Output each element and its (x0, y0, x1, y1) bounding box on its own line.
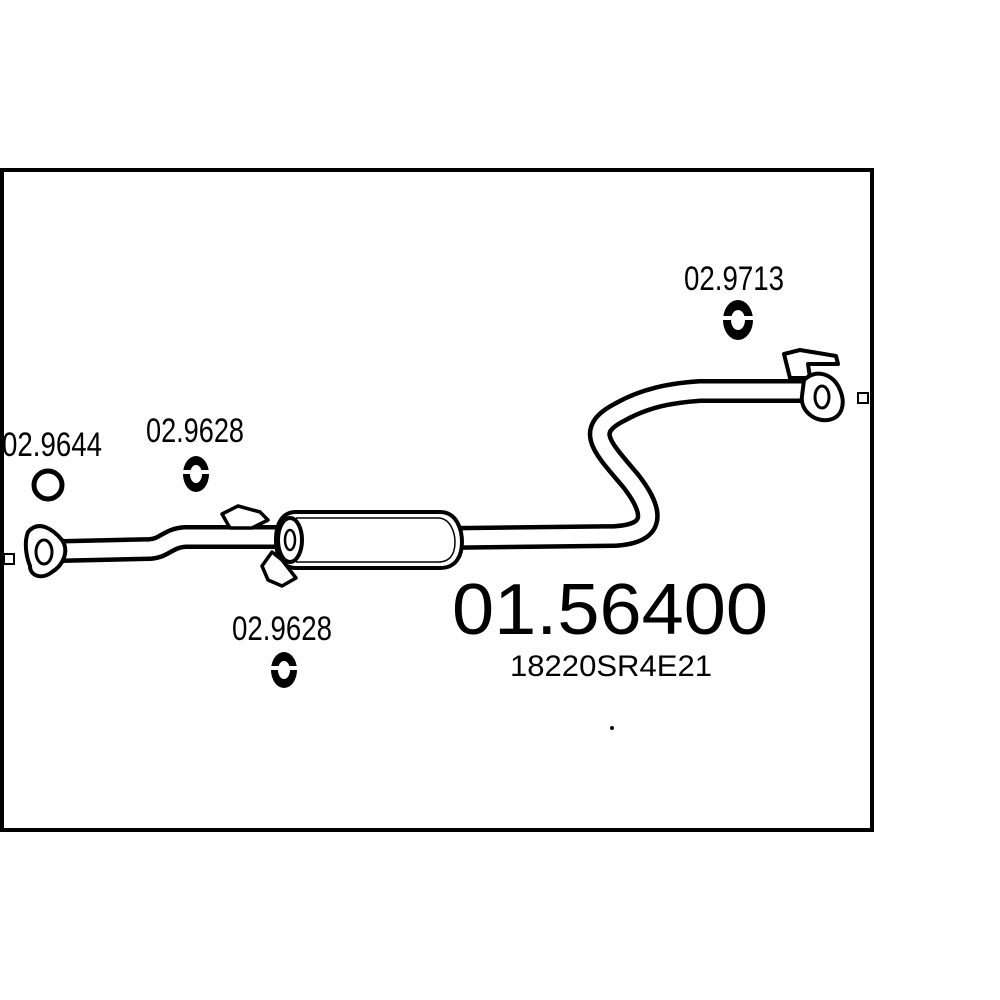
hanger-mid-upper-label: 02.9628 (146, 412, 244, 450)
oem-number: 18220SR4E21 (510, 650, 712, 683)
hanger-rear-label: 02.9713 (684, 260, 784, 298)
rubber-hanger-icon-rear (723, 300, 753, 340)
muffler (273, 510, 465, 570)
stray-dot (610, 726, 614, 730)
hanger-mid-lower-label: 02.9628 (232, 610, 332, 648)
rear-flange (782, 348, 845, 423)
mid-bracket (220, 504, 298, 588)
front-flange (23, 524, 68, 579)
rubber-hanger-icon-upper (183, 456, 209, 492)
left-edge-marker (3, 553, 15, 565)
rubber-hanger-icon-lower (271, 652, 297, 688)
gasket-front-label: 02.9644 (2, 426, 102, 464)
right-edge-marker (857, 392, 869, 404)
gasket-ring-icon (31, 468, 65, 502)
diagram-frame (0, 168, 874, 832)
main-part-number: 01.56400 (452, 570, 768, 650)
exhaust-pipe (50, 379, 818, 563)
